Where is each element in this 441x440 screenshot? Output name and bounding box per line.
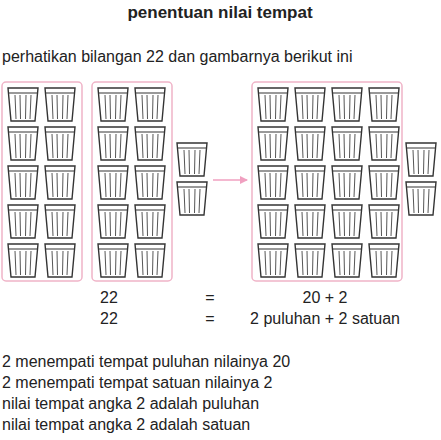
number: 22 (100, 309, 118, 328)
equals-sign: = (205, 309, 214, 328)
glass-grid (255, 85, 403, 280)
expansion: 2 puluhan + 2 satuan (250, 309, 400, 328)
loose-glasses (174, 140, 211, 218)
glass-grid (95, 85, 169, 280)
equals-sign: = (205, 288, 214, 307)
statement: 2 menempati tempat puluhan nilainya 20 (2, 352, 290, 371)
pink-arrow (213, 179, 247, 181)
title: penentuan nilai tempat (127, 3, 312, 22)
statement: nilai tempat angka 2 adalah puluhan (2, 394, 259, 413)
intro-text: perhatikan bilangan 22 dan gambarnya ber… (2, 47, 352, 66)
ten-group-box (2, 82, 82, 281)
statement: nilai tempat angka 2 adalah satuan (2, 415, 250, 434)
statement: 2 menempati tempat satuan nilainya 2 (2, 373, 272, 392)
twenty-group-box (252, 82, 402, 281)
loose-glasses (403, 140, 440, 218)
ten-group-box (92, 82, 172, 281)
glass-grid (5, 85, 79, 280)
expansion: 20 + 2 (303, 288, 348, 307)
number: 22 (100, 288, 118, 307)
